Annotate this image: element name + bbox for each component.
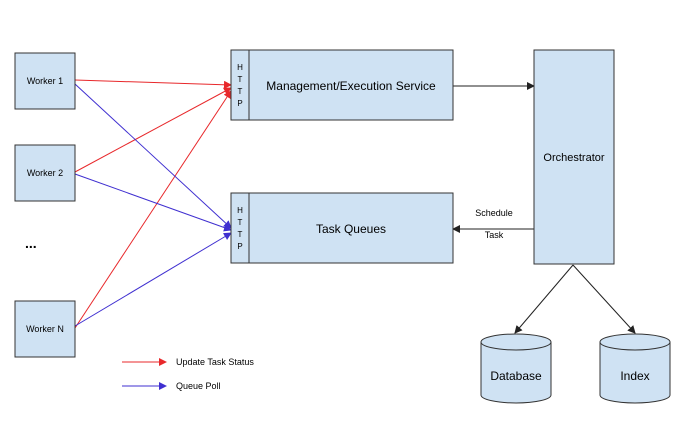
worker-1-label: Worker 1 [27, 76, 63, 86]
worker-1: Worker 1 [14, 52, 76, 110]
task-queues-label: Task Queues [316, 222, 386, 236]
management-http-t1: T [238, 75, 243, 84]
schedule-label: Schedule [475, 208, 513, 218]
arrow-worker1-poll [74, 83, 232, 229]
arrow-workerN-poll [74, 232, 232, 327]
worker-2: Worker 2 [14, 144, 76, 202]
worker-n: Worker N [14, 300, 76, 358]
queue-poll-arrows [74, 83, 232, 327]
legend-update-label: Update Task Status [176, 357, 254, 367]
index-cylinder [599, 342, 671, 404]
management-service-box [248, 49, 454, 121]
service-arrows [452, 82, 636, 334]
queues-http-t2: T [238, 230, 243, 239]
management-http-h: H [237, 63, 243, 72]
queues-http-t1: T [238, 218, 243, 227]
workers-ellipsis: ... [25, 235, 37, 251]
index-cylinder-top [599, 333, 671, 351]
task-queues: H T T P Task Queues [230, 192, 454, 264]
database: Database [480, 333, 552, 404]
database-label: Database [490, 369, 542, 383]
arrow-worker2-poll [74, 173, 232, 232]
queues-http-h: H [237, 206, 243, 215]
arrow-orchestrator-to-index [572, 264, 636, 334]
orchestrator-label: Orchestrator [543, 152, 604, 164]
worker-2-label: Worker 2 [27, 168, 63, 178]
arrow-orchestrator-to-database [514, 264, 574, 334]
queues-http-box [230, 192, 250, 264]
arrow-workerN-update [74, 90, 232, 329]
worker-1-box [14, 52, 76, 110]
queues-http-p: P [237, 242, 242, 251]
legend: Update Task Status Queue Poll [122, 357, 254, 391]
orchestrator: Orchestrator [533, 49, 615, 265]
database-cylinder [480, 342, 552, 404]
management-service-label: Management/Execution Service [266, 79, 436, 93]
task-label: Task [485, 230, 504, 240]
legend-poll-label: Queue Poll [176, 381, 221, 391]
management-execution-service: H T T P Management/Execution Service [230, 49, 454, 121]
management-http-t2: T [238, 87, 243, 96]
arrow-worker2-update [74, 87, 232, 173]
index: Index [599, 333, 671, 404]
update-task-status-arrows [74, 79, 232, 329]
index-label: Index [620, 369, 649, 383]
database-cylinder-top [480, 333, 552, 351]
task-queues-box [248, 192, 454, 264]
worker-n-box [14, 300, 76, 358]
orchestrator-box [533, 49, 615, 265]
management-http-box [230, 49, 250, 121]
worker-n-label: Worker N [26, 324, 64, 334]
arrow-worker1-update [74, 79, 232, 89]
worker-2-box [14, 144, 76, 202]
management-http-p: P [237, 99, 242, 108]
